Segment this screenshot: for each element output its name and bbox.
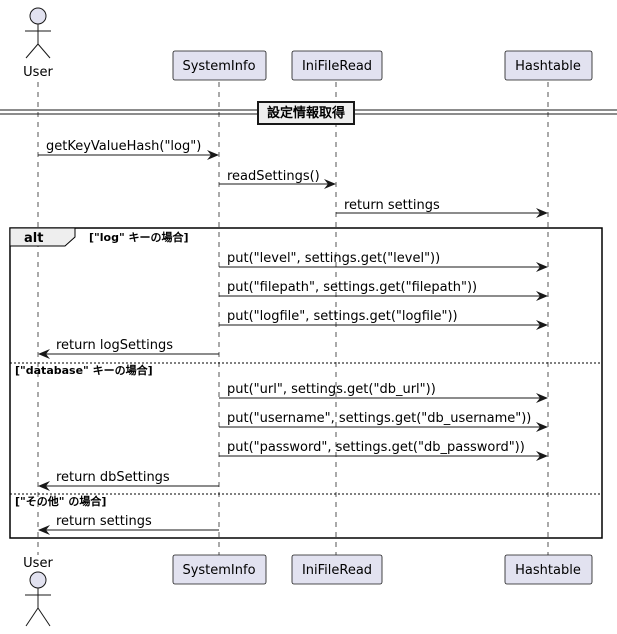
message-7-label: return logSettings [56,338,173,353]
user-actor-top: User [23,7,53,80]
alt-fragment: alt ["log" キーの場合] ["database" キーの場合] ["そ… [9,227,603,539]
message-4: put("level", settings.get("level")) [219,251,548,272]
systeminfo-label-top: SystemInfo [182,59,255,74]
message-8: put("url", settings.get("db_url")) [219,382,548,403]
message-3: return settings [336,198,548,218]
systeminfo-box-bottom: SystemInfo [172,554,267,585]
arrowhead [38,481,50,491]
arrowhead [536,291,548,301]
message-9-label: put("username", settings.get("db_usernam… [227,411,531,426]
inifileread-box-top: IniFileRead [291,50,383,81]
message-8-label: put("url", settings.get("db_url")) [227,382,436,397]
user-label-top: User [23,65,53,80]
message-3-label: return settings [344,198,440,213]
arrowhead [38,349,50,359]
message-6: put("logfile", settings.get("logfile")) [219,309,548,330]
arrowhead [536,422,548,432]
hashtable-label-top: Hashtable [515,59,581,74]
message-5-label: put("filepath", settings.get("filepath")… [227,280,477,295]
systeminfo-box-top: SystemInfo [172,50,267,81]
message-5: put("filepath", settings.get("filepath")… [219,280,548,301]
arrowhead [38,525,50,535]
arrowhead [536,451,548,461]
message-11-label: return dbSettings [56,470,170,485]
arrowhead [536,208,548,218]
message-10: put("password", settings.get("db_passwor… [219,440,548,461]
divider: 設定情報取得 [0,101,617,125]
arrowhead [324,179,336,189]
message-1-label: getKeyValueHash("log") [46,139,201,154]
alt-keyword: alt [24,231,43,246]
message-1: getKeyValueHash("log") [38,139,219,160]
message-9: put("username", settings.get("db_usernam… [219,411,548,432]
arrowhead [207,150,219,160]
systeminfo-label-bottom: SystemInfo [182,563,255,578]
user-label-bottom: User [23,556,53,571]
alt-guard-3: ["その他" の場合] [15,494,106,508]
hashtable-box-bottom: Hashtable [504,554,593,585]
arrowhead [536,320,548,330]
alt-guard-2: ["database" キーの場合] [15,363,153,377]
inifileread-label-top: IniFileRead [302,59,372,74]
message-6-label: put("logfile", settings.get("logfile")) [227,309,458,324]
message-12: return settings [38,514,219,535]
user-actor-bottom: User [23,556,53,627]
message-2-label: readSettings() [227,169,320,184]
arrowhead [536,393,548,403]
message-11: return dbSettings [38,470,219,491]
hashtable-box-top: Hashtable [504,50,593,81]
inifileread-box-bottom: IniFileRead [291,554,383,585]
message-2: readSettings() [219,169,336,189]
inifileread-label-bottom: IniFileRead [302,563,372,578]
divider-label: 設定情報取得 [267,105,345,121]
message-4-label: put("level", settings.get("level")) [227,251,440,266]
message-7: return logSettings [38,338,219,359]
message-10-label: put("password", settings.get("db_passwor… [227,440,525,455]
alt-guard-1: ["log" キーの場合] [89,230,189,244]
arrowhead [536,262,548,272]
hashtable-label-bottom: Hashtable [515,563,581,578]
message-12-label: return settings [56,514,152,529]
